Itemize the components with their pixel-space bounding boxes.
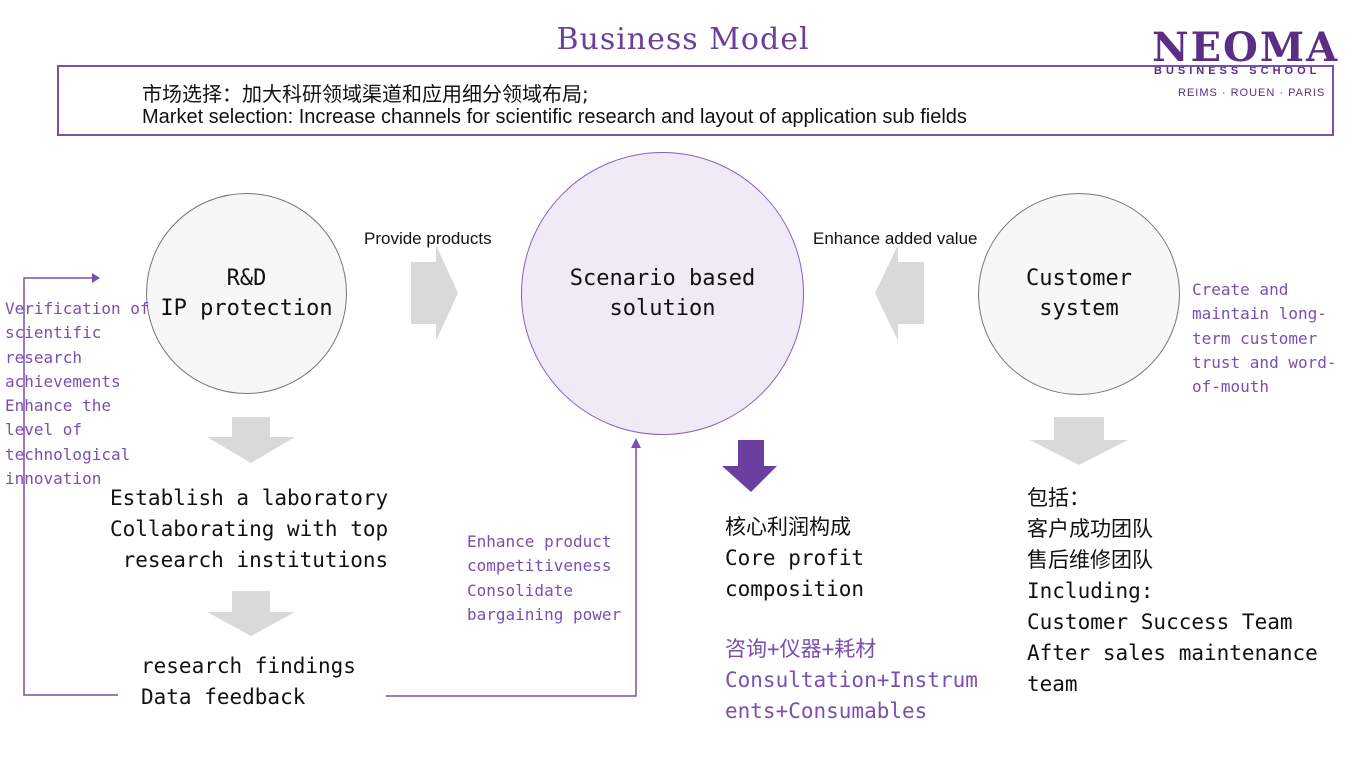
side-note-center-line: Consolidate — [467, 580, 573, 600]
customer-circle: Customer system — [978, 193, 1180, 395]
core-profit-line: Core profit — [725, 546, 865, 570]
side-note-left-line: level of — [5, 420, 83, 440]
market-selection-box — [57, 65, 1334, 136]
rnd-circle-line1: R&D — [226, 265, 267, 291]
customer-teams-line: Including: — [1027, 579, 1154, 603]
findings-block: research findings Data feedback — [141, 651, 356, 713]
enhance-value-label: Enhance added value — [813, 229, 978, 248]
lab-block-line: Collaborating with top — [110, 517, 389, 541]
side-note-left-line: Verification of — [5, 299, 150, 318]
page-title: Business Model — [556, 22, 810, 57]
side-note-left-line: Enhance the — [5, 396, 111, 416]
profit-items-line: Consultation+Instrum — [725, 668, 978, 692]
rnd-circle-line2: IP protection — [160, 295, 333, 321]
customer-teams-line: 客户成功团队 — [1027, 517, 1153, 541]
findings-block-line: Data feedback — [141, 685, 306, 709]
core-profit-block: 核心利润构成 Core profit composition — [725, 512, 864, 605]
solution-circle-line2: solution — [609, 295, 716, 321]
feedback-arrowhead-left — [92, 273, 100, 283]
solution-circle: Scenario based solution — [521, 152, 804, 435]
customer-teams-line: 售后维修团队 — [1027, 548, 1153, 572]
arrow-down-gray-2 — [207, 591, 295, 636]
arrow-down-gray-1 — [207, 417, 295, 463]
side-note-center-line: Enhance product — [467, 532, 612, 551]
side-note-right-line: of-mouth — [1192, 377, 1270, 397]
customer-circle-line1: Customer — [1026, 266, 1132, 291]
lab-block-line: research institutions — [110, 548, 389, 572]
lab-block: Establish a laboratory Collaborating wit… — [110, 483, 388, 576]
side-note-left-line: research — [5, 347, 83, 367]
neoma-logo: NEOMA — [1152, 24, 1340, 71]
side-note-left-line: achievements — [5, 371, 121, 391]
side-note-left: Verification of scientific research achi… — [5, 297, 150, 491]
provide-products-label: Provide products — [364, 229, 492, 248]
side-note-right-line: Create and — [1192, 280, 1289, 299]
profit-items-line: 咨询+仪器+耗材 — [725, 637, 877, 661]
profit-items-block: 咨询+仪器+耗材 Consultation+Instrum ents+Consu… — [725, 634, 978, 727]
side-note-left-line: technological — [5, 444, 131, 464]
arrow-down-gray-3 — [1030, 417, 1128, 465]
market-selection-en: Market selection: Increase channels for … — [142, 106, 967, 128]
side-note-left-line: innovation — [5, 469, 102, 489]
solution-circle-line1: Scenario based — [569, 265, 756, 291]
side-note-right-line: term customer — [1192, 328, 1318, 348]
market-selection-zh: 市场选择：加大科研领域渠道和应用细分领域布局; — [142, 82, 589, 106]
arrow-down-purple — [722, 440, 777, 492]
side-note-right-line: maintain long- — [1192, 304, 1327, 324]
customer-teams-line: team — [1027, 672, 1078, 696]
side-note-left-line: scientific — [5, 323, 102, 343]
profit-items-line: ents+Consumables — [725, 699, 928, 723]
side-note-right: Create and maintain long- term customer … — [1192, 278, 1337, 399]
logo-cities: REIMS · ROUEN · PARIS — [1178, 87, 1326, 99]
logo-subtitle: BUSINESS SCHOOL — [1154, 65, 1321, 77]
side-note-center: Enhance product competitiveness Consolid… — [467, 530, 621, 627]
feedback-loop-left — [23, 277, 118, 696]
core-profit-line: composition — [725, 577, 865, 601]
customer-teams-block: 包括： 客户成功团队 售后维修团队 Including: Customer Su… — [1027, 483, 1318, 700]
feedback-loop-center — [386, 448, 637, 697]
side-note-right-line: trust and word- — [1192, 352, 1337, 372]
side-note-center-line: competitiveness — [467, 556, 612, 576]
customer-teams-line: After sales maintenance — [1027, 641, 1318, 665]
arrow-right-gray — [411, 245, 458, 341]
lab-block-line: Establish a laboratory — [110, 486, 389, 510]
customer-teams-line: 包括： — [1027, 486, 1090, 510]
customer-circle-line2: system — [1039, 296, 1119, 321]
side-note-center-line: bargaining power — [467, 604, 622, 624]
arrow-left-gray — [875, 245, 924, 341]
findings-block-line: research findings — [141, 654, 356, 678]
rnd-circle: R&D IP protection — [146, 193, 347, 394]
core-profit-line: 核心利润构成 — [725, 515, 851, 539]
feedback-arrowhead-center — [631, 438, 641, 448]
customer-teams-line: Customer Success Team — [1027, 610, 1293, 634]
